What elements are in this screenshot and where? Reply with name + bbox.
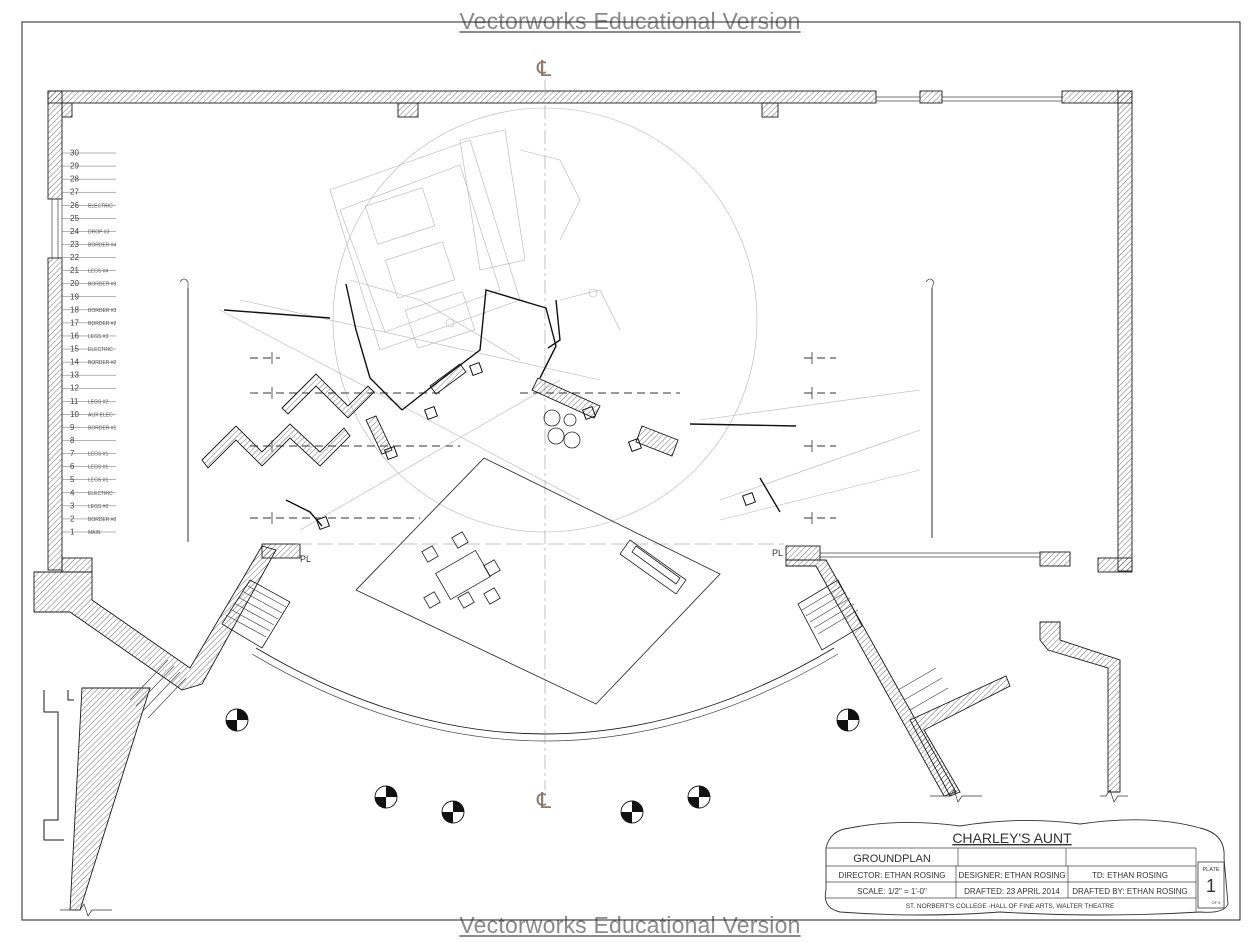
lineset-number: 27: [70, 188, 79, 197]
sofa: [619, 539, 687, 595]
lineset-label: ELECTRIC: [88, 203, 113, 209]
sheet-name: GROUNDPLAN: [853, 853, 931, 865]
lineset-number: 21: [70, 266, 79, 275]
lineset-number: 16: [70, 331, 79, 340]
stairs-right: [797, 579, 949, 711]
show-title: CHARLEY'S AUNT: [952, 830, 1072, 846]
lineset-number: 29: [70, 162, 79, 171]
lineset-number: 9: [70, 423, 75, 432]
lineset-label: LEGS #2: [88, 399, 109, 405]
lineset-label: LEGS #1: [88, 465, 109, 471]
lineset-number: 1: [70, 528, 75, 537]
centerline-symbol-bottom: ℄: [536, 788, 552, 813]
plate-label: PLATE: [1202, 867, 1219, 873]
column-bases: [315, 361, 757, 531]
lineset-number: 5: [70, 475, 75, 484]
lineset-label: BORDER #2: [88, 321, 117, 327]
lineset-label: BORDER #3: [88, 308, 117, 314]
lineset-label: BORDER #2: [88, 360, 117, 366]
lineset-number: 19: [70, 292, 79, 301]
lineset-label: LEGS #1: [88, 452, 109, 458]
lineset-label: MAIN: [88, 530, 101, 536]
lineset-label: LEGS #0: [88, 504, 109, 510]
lineset-label: LEGS #3: [88, 334, 109, 340]
lineset-label: ELECTRIC: [88, 347, 113, 353]
lineset-label: ELECTRIC: [88, 491, 113, 497]
pillar-symbols: [225, 708, 860, 824]
zigzag-flats: [201, 373, 393, 469]
lineset-label: AUX ELEC: [88, 412, 113, 418]
lineset-label: BORDER #4: [88, 242, 117, 248]
title-block: CHARLEY'S AUNT GROUNDPLAN DIRECTOR: ETHA…: [824, 819, 1229, 916]
lineset-label: BORDER #1: [88, 425, 117, 431]
floor-rug: [355, 457, 721, 705]
title-director: DIRECTOR: ETHAN ROSING: [839, 871, 946, 880]
lineset-number: 11: [70, 397, 79, 406]
lineset-number: 23: [70, 240, 79, 249]
lineset-number: 20: [70, 279, 79, 288]
plate-number: 1: [1206, 876, 1216, 896]
diagonal-platforms: [429, 363, 679, 457]
sheet-border: [21, 21, 1241, 921]
lineset-number: 18: [70, 305, 79, 314]
ghost-scenery: [219, 129, 921, 531]
lineset-number: 12: [70, 384, 79, 393]
lineset-number: 17: [70, 318, 79, 327]
title-designer: DESIGNER: ETHAN ROSING: [958, 871, 1065, 880]
round-pieces: [543, 409, 581, 449]
table-and-chairs: [421, 531, 501, 609]
lineset-number: 15: [70, 345, 79, 354]
lineset-number: 13: [70, 371, 79, 380]
lineset-number: 30: [70, 149, 79, 158]
lineset-number: 2: [70, 514, 75, 523]
lineset-number: 28: [70, 175, 79, 184]
plaster-line-label-right: PL: [772, 548, 783, 558]
lineset-number: 26: [70, 201, 79, 210]
centerline-symbol-top: ℄: [536, 56, 552, 81]
watermark-top: Vectorworks Educational Version: [459, 8, 801, 34]
theatre-walls: [47, 90, 1133, 573]
lineset-number: 8: [70, 436, 75, 445]
lineset-label: LEGS #4: [88, 269, 109, 275]
stairs-left: [129, 579, 291, 719]
lineset-number: 6: [70, 462, 75, 471]
lineset-number: 4: [70, 488, 75, 497]
title-td: TD: ETHAN ROSING: [1092, 871, 1168, 880]
lineset-label: DROP #3: [88, 229, 110, 235]
right-vom: [785, 559, 1121, 797]
lineset-number: 10: [70, 410, 79, 419]
title-drafted-date: DRAFTED: 23 APRIL 2014: [964, 887, 1060, 896]
lineset-label: BORDER #0: [88, 517, 117, 523]
title-scale: SCALE: 1/2" = 1'-0": [857, 887, 927, 896]
title-drafted-by: DRAFTED BY: ETHAN ROSING: [1072, 887, 1188, 896]
left-vom: [33, 545, 291, 911]
title-venue: ST. NORBERT'S COLLEGE -HALL OF FINE ARTS…: [906, 903, 1115, 910]
lineset-number: 7: [70, 449, 75, 458]
lineset-number: 22: [70, 253, 79, 262]
watermark-bottom: Vectorworks Educational Version: [459, 912, 801, 938]
lineset-label: BORDER #3: [88, 282, 117, 288]
lineset-number: 14: [70, 358, 79, 367]
scenic-walls: [223, 283, 797, 527]
plaster-line-label-left: PL: [300, 554, 311, 564]
plate-of: OF 6: [1212, 900, 1222, 905]
lineset-number: 25: [70, 214, 79, 223]
lineset-number: 3: [70, 501, 75, 510]
lineset-number: 24: [70, 227, 79, 236]
lineset-label: LEGS #1: [88, 478, 109, 484]
